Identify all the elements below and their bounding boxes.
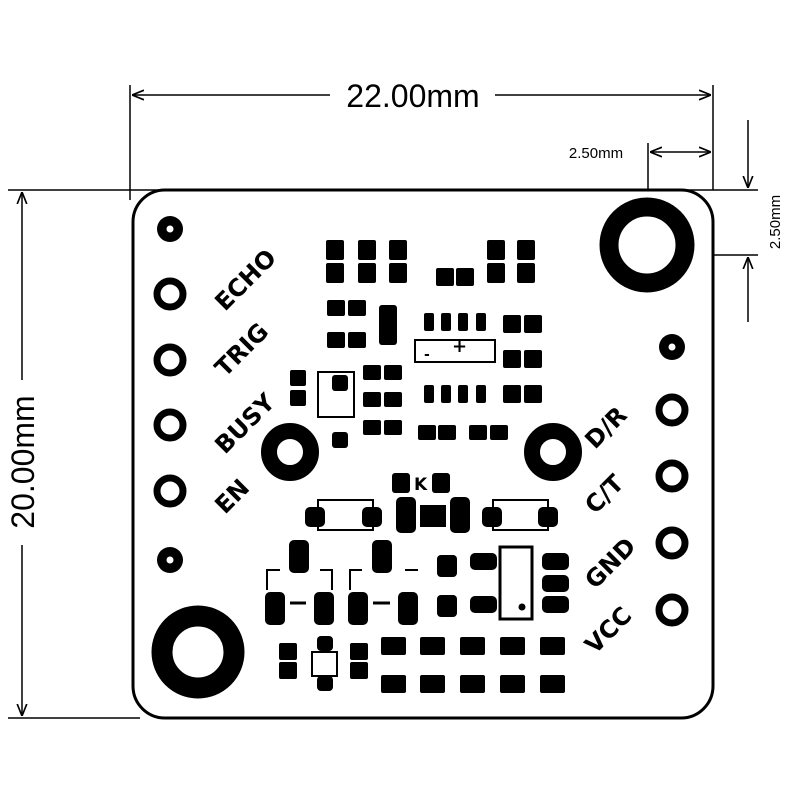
height-label: 20.00mm bbox=[5, 395, 41, 528]
bottom-row bbox=[279, 636, 565, 693]
smd-components bbox=[265, 240, 569, 693]
hole-offset-x-label: 2.50mm bbox=[569, 145, 623, 162]
resistor-group-top bbox=[326, 240, 535, 286]
ic-pins bbox=[424, 313, 486, 403]
pin-pads bbox=[153, 216, 689, 627]
transistors bbox=[265, 540, 569, 625]
hole-offset-x-dimension: 2.50mm bbox=[569, 145, 711, 162]
ic-plus-mark: + bbox=[452, 336, 467, 357]
component-label-k: K bbox=[414, 475, 428, 495]
hole-offset-y-label: 2.50mm bbox=[767, 195, 784, 249]
k-component bbox=[392, 473, 450, 493]
width-label: 22.00mm bbox=[346, 78, 479, 114]
capacitor-group-right bbox=[418, 315, 542, 440]
ic-minus-mark: - bbox=[424, 347, 430, 363]
mounting-holes bbox=[151, 197, 695, 699]
silkscreen-outlines bbox=[266, 339, 549, 677]
width-dimension: 22.00mm bbox=[132, 78, 711, 114]
capacitor-group-left bbox=[290, 300, 402, 448]
ic-body-outline bbox=[414, 339, 496, 363]
hole-offset-y-dimension: 2.50mm bbox=[748, 120, 784, 322]
height-dimension: 20.00mm bbox=[5, 192, 41, 716]
ic-body-outline-2 bbox=[498, 545, 534, 621]
pin1-dot bbox=[518, 603, 526, 611]
